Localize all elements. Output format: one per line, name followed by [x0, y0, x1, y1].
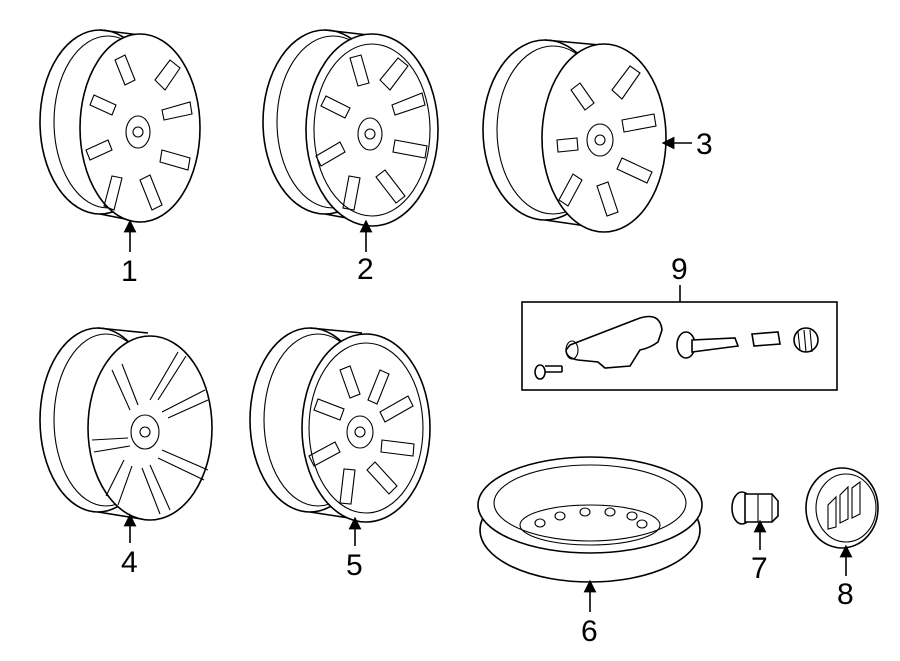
lug-nut	[731, 491, 779, 525]
callout-label-9: 9	[671, 253, 688, 286]
wheel-4	[39, 327, 213, 521]
callout-label-3: 3	[696, 128, 713, 161]
callout-label-2: 2	[357, 253, 374, 286]
center-cap	[805, 467, 879, 549]
spare-wheel	[477, 456, 703, 583]
callout-label-8: 8	[837, 578, 854, 611]
callout-label-6: 6	[581, 615, 598, 648]
wheel-5	[249, 327, 431, 523]
wheel-1	[39, 29, 201, 223]
callout-label-1: 1	[121, 255, 138, 288]
callout-label-7: 7	[751, 552, 768, 585]
wheel-2	[262, 29, 439, 227]
tpms-sensor-kit	[521, 301, 838, 391]
callout-label-5: 5	[346, 549, 363, 582]
wheel-3	[482, 39, 667, 233]
callout-arrows	[123, 136, 853, 612]
callout-label-4: 4	[121, 546, 138, 579]
